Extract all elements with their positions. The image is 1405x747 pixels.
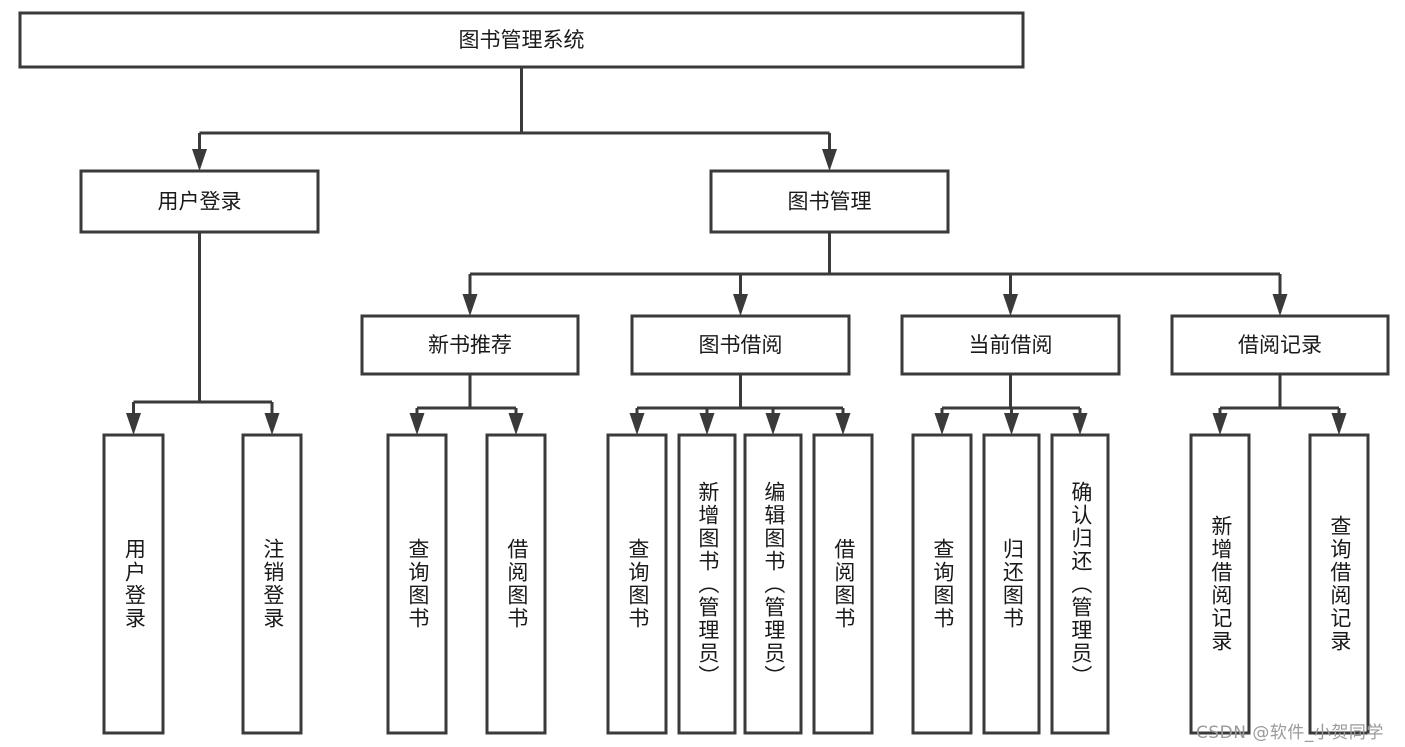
node-leaf-user-logout[interactable] bbox=[241, 433, 303, 735]
node-leaf-edit-book-admin[interactable] bbox=[743, 433, 803, 735]
node-root-label: 图书管理系统 bbox=[459, 28, 585, 52]
node-new-book-recommend[interactable] bbox=[360, 314, 580, 376]
arrow-head-icon bbox=[765, 413, 781, 435]
arrow-head-icon bbox=[264, 413, 280, 435]
node-book-manage-label: 图书管理 bbox=[788, 190, 872, 214]
arrow-head-icon bbox=[629, 413, 645, 435]
node-borrow-record[interactable] bbox=[1170, 314, 1390, 376]
arrow-head-icon bbox=[835, 413, 851, 435]
node-leaf-return-book[interactable] bbox=[982, 433, 1041, 735]
arrow-head-icon bbox=[1272, 294, 1288, 316]
node-leaf-query-borrow-record[interactable] bbox=[1308, 433, 1370, 735]
arrow-head-icon bbox=[699, 413, 715, 435]
node-book-borrow[interactable] bbox=[630, 314, 851, 376]
arrow-head-icon bbox=[1004, 413, 1019, 435]
arrow-head-icon bbox=[1212, 413, 1228, 435]
node-box-layer bbox=[18, 11, 1390, 735]
arrow-head-icon bbox=[1072, 413, 1088, 435]
arrow-head-icon bbox=[462, 294, 478, 316]
node-leaf-add-book-admin[interactable] bbox=[677, 433, 737, 735]
node-leaf-borrow-book-1[interactable] bbox=[485, 433, 547, 735]
arrow-head-icon bbox=[733, 294, 748, 316]
arrow-head-icon bbox=[1003, 294, 1018, 316]
node-current-borrow[interactable] bbox=[900, 314, 1121, 376]
node-current-borrow-label: 当前借阅 bbox=[969, 333, 1053, 357]
node-user-login-label: 用户登录 bbox=[158, 190, 242, 214]
node-user-login[interactable] bbox=[79, 169, 320, 234]
connector-layer bbox=[126, 67, 1347, 435]
arrow-head-icon bbox=[934, 413, 950, 435]
csdn-watermark: CSDN @软件_小贺同学 bbox=[1196, 723, 1384, 743]
node-leaf-query-book-1[interactable] bbox=[386, 433, 448, 735]
arrow-head-icon bbox=[822, 149, 837, 171]
arrow-head-icon bbox=[1331, 413, 1347, 435]
node-leaf-user-login[interactable] bbox=[102, 433, 165, 735]
node-leaf-borrow-book-2[interactable] bbox=[812, 433, 874, 735]
node-root[interactable] bbox=[18, 11, 1025, 69]
node-leaf-query-book-2[interactable] bbox=[606, 433, 668, 735]
node-leaf-confirm-return-admin[interactable] bbox=[1050, 433, 1110, 735]
arrow-head-icon bbox=[192, 149, 207, 171]
arrow-head-icon bbox=[126, 413, 141, 435]
node-leaf-add-borrow-record[interactable] bbox=[1189, 433, 1251, 735]
node-book-borrow-label: 图书借阅 bbox=[699, 333, 783, 357]
node-borrow-record-label: 借阅记录 bbox=[1238, 333, 1322, 357]
arrow-head-icon bbox=[508, 413, 524, 435]
node-leaf-query-book-3[interactable] bbox=[911, 433, 973, 735]
node-new-book-recommend-label: 新书推荐 bbox=[428, 333, 512, 357]
node-book-manage[interactable] bbox=[709, 169, 950, 234]
arrow-head-icon bbox=[409, 413, 425, 435]
